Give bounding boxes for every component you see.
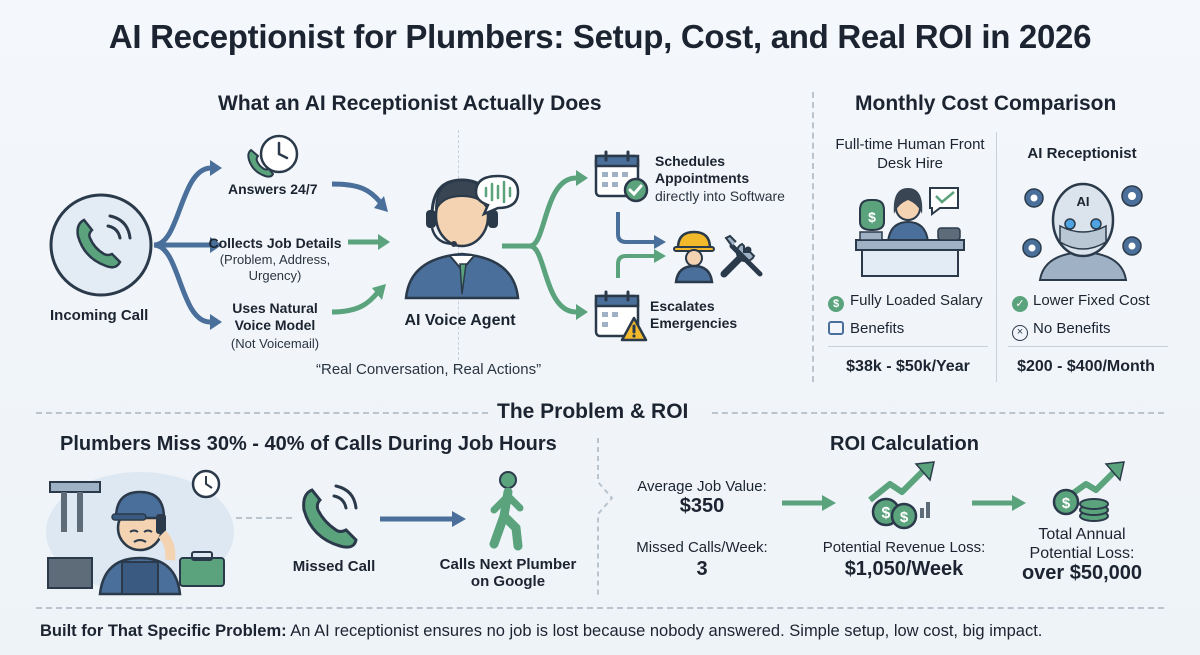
annual-label: Total Annual Potential Loss: bbox=[1029, 526, 1135, 562]
schedules-sub: directly into Software bbox=[655, 188, 785, 204]
cost-heading: Monthly Cost Comparison bbox=[855, 92, 1117, 115]
calendar-alert-icon bbox=[594, 290, 650, 349]
calendar-check-icon bbox=[594, 150, 650, 209]
natural-voice-sub: (Not Voicemail) bbox=[230, 336, 320, 351]
avg-job-value: $350 bbox=[679, 495, 725, 517]
branch-arrows-right bbox=[502, 170, 588, 320]
collects-sub: (Problem, Address, Urgency) bbox=[219, 252, 331, 283]
ai-robot-icon: AI bbox=[1020, 176, 1146, 285]
human-price: $38k - $50k/Year bbox=[846, 358, 970, 375]
human-item-salary: $Fully Loaded Salary bbox=[828, 292, 983, 312]
missed-calls-value: 3 bbox=[696, 558, 708, 580]
missed-call-label: Missed Call bbox=[292, 558, 376, 575]
avg-job-label: Average Job Value: bbox=[637, 478, 767, 495]
coin-stack-growth-icon: $ bbox=[1052, 458, 1132, 527]
scene-connector bbox=[236, 517, 292, 519]
footer-bold: Built for That Specific Problem: bbox=[40, 622, 287, 640]
svg-text:$: $ bbox=[882, 505, 891, 522]
branch-arrows-left bbox=[153, 160, 222, 330]
ai-voice-agent-label: AI Voice Agent bbox=[404, 312, 516, 329]
plumber-on-phone-scene bbox=[40, 462, 240, 599]
human-hire-title: Full-time Human Front Desk Hire bbox=[835, 136, 985, 172]
footer-text: Built for That Specific Problem: An AI r… bbox=[40, 622, 1170, 641]
problem-heading: The Problem & ROI bbox=[497, 400, 689, 423]
footer-body: An AI receptionist ensures no job is los… bbox=[290, 622, 1043, 640]
schedules-label: Schedules Appointments bbox=[655, 153, 750, 186]
clock-phone-icon bbox=[245, 132, 301, 183]
to-agent-arrows bbox=[331, 181, 390, 315]
ai-item-cost: ✓Lower Fixed Cost bbox=[1012, 292, 1150, 312]
miss-heading: Plumbers Miss 30% - 40% of Calls During … bbox=[60, 433, 557, 455]
ai-receptionist-title: AI Receptionist bbox=[1027, 145, 1137, 162]
ai-price: $200 - $400/Month bbox=[1017, 358, 1155, 375]
problem-rule-right bbox=[712, 412, 1164, 414]
answers-label: Answers 24/7 bbox=[228, 181, 318, 197]
ai-item-benefits: ×No Benefits bbox=[1012, 320, 1111, 341]
sound-wave-icon bbox=[472, 172, 522, 219]
svg-text:$: $ bbox=[1062, 495, 1071, 512]
ai-price-rule bbox=[1008, 346, 1168, 347]
walking-person-icon bbox=[486, 470, 530, 555]
roi-heading: ROI Calculation bbox=[830, 433, 979, 455]
human-price-rule bbox=[828, 346, 988, 347]
roi-arrow-1 bbox=[782, 495, 836, 511]
footer-rule bbox=[36, 607, 1164, 609]
missed-calls-label: Missed Calls/Week: bbox=[636, 539, 768, 556]
incoming-call-phone-icon bbox=[46, 190, 156, 305]
svg-text:$: $ bbox=[900, 509, 909, 526]
annual-value: over $50,000 bbox=[1021, 562, 1143, 584]
roi-divider bbox=[597, 438, 614, 598]
loss-value: $1,050/Week bbox=[844, 558, 964, 580]
money-growth-icon: $ $ bbox=[864, 460, 944, 535]
robot-ai-text: AI bbox=[1077, 194, 1090, 209]
money-bag-icon: $ bbox=[828, 296, 844, 312]
problem-rule-left bbox=[36, 412, 488, 414]
svg-text:$: $ bbox=[868, 209, 876, 225]
plumber-worker-icon bbox=[672, 228, 716, 287]
check-circle-icon: ✓ bbox=[1012, 296, 1028, 312]
collects-label: Collects Job Details bbox=[208, 235, 342, 251]
loss-label: Potential Revenue Loss: bbox=[822, 539, 986, 556]
x-circle-icon: × bbox=[1012, 325, 1028, 341]
page-title: AI Receptionist for Plumbers: Setup, Cos… bbox=[108, 18, 1092, 55]
section-divider-top bbox=[812, 92, 814, 382]
to-worker-arrows bbox=[616, 212, 666, 278]
benefits-icon bbox=[828, 321, 844, 335]
escalates-label: Escalates Emergencies bbox=[650, 298, 738, 331]
natural-voice-label: Uses Natural Voice Model bbox=[232, 300, 318, 333]
front-desk-worker-icon: $ bbox=[850, 180, 970, 285]
human-item-benefits: Benefits bbox=[828, 320, 904, 338]
wrench-screwdriver-icon bbox=[718, 232, 766, 285]
roi-arrow-2 bbox=[972, 495, 1026, 511]
missed-call-phone-icon bbox=[296, 480, 366, 555]
incoming-call-label: Incoming Call bbox=[50, 307, 149, 324]
next-plumber-label: Calls Next Plumber on Google bbox=[439, 556, 577, 590]
what-heading: What an AI Receptionist Actually Does bbox=[218, 92, 602, 115]
tagline-quote: “Real Conversation, Real Actions” bbox=[316, 361, 542, 378]
cost-column-divider bbox=[996, 132, 997, 382]
missed-to-next-arrow bbox=[380, 511, 466, 527]
ai-voice-agent-icon bbox=[392, 160, 532, 305]
